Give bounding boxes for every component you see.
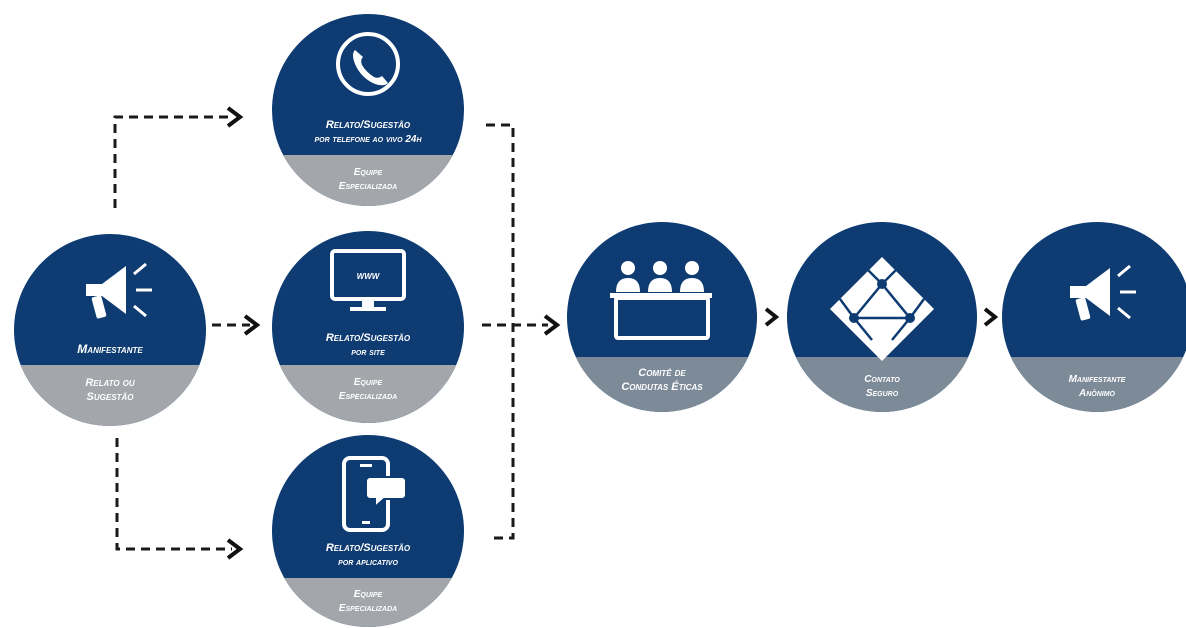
telefone-band-line1: Equipe <box>354 167 383 178</box>
network-diamond-icon <box>830 257 934 361</box>
telefone-band-line2: Especializada <box>339 181 397 192</box>
node-aplicativo: Relato/Sugestão por aplicativo Equipe Es… <box>272 435 464 627</box>
node-comite: Comitê de Condutas Éticas <box>567 222 757 412</box>
node-telefone: Relato/Sugestão por telefone ao vivo 24h… <box>272 14 464 206</box>
anonimo-band-line2: Anônimo <box>1078 388 1116 399</box>
monitor-screen-text: www <box>357 270 381 282</box>
arrowhead-comite <box>543 314 561 336</box>
manifestante-band-line1: Relato ou <box>85 377 135 389</box>
arrow-contato-anonimo <box>983 307 999 327</box>
arrowhead-site <box>243 314 261 336</box>
phone-icon <box>336 32 400 96</box>
connector-merge-telefone <box>486 123 515 540</box>
site-band-line1: Equipe <box>354 377 383 388</box>
connector-to-aplicativo <box>115 438 232 551</box>
arrow-comite-contato <box>764 307 780 327</box>
node-site: www Relato/Sugestão por site Equipe Espe… <box>272 231 464 423</box>
node-manifestante: Manifestante Relato ou Sugestão <box>14 234 206 426</box>
contato-band-line2: Seguro <box>866 388 899 399</box>
manifestante-title: Manifestante <box>77 342 143 356</box>
comite-band-line2: Condutas Éticas <box>621 380 703 393</box>
telefone-title-line1: Relato/Sugestão <box>326 119 411 131</box>
arrowhead-telefone <box>226 106 244 128</box>
anonimo-band-line1: Manifestante <box>1069 374 1126 385</box>
aplicativo-title-line2: por aplicativo <box>338 557 398 568</box>
megaphone-icon <box>1070 264 1136 321</box>
site-band-line2: Especializada <box>339 391 397 402</box>
connectors <box>113 106 999 560</box>
smartphone-chat-icon <box>342 456 407 532</box>
node-anonimo: Manifestante Anônimo <box>1002 222 1186 412</box>
comite-band-line1: Comitê de <box>638 367 686 379</box>
node-contato: Contato Seguro <box>787 222 977 412</box>
committee-table-icon <box>610 261 712 340</box>
connector-to-telefone <box>113 115 232 208</box>
aplicativo-band-line1: Equipe <box>354 589 383 600</box>
contato-band-line1: Contato <box>864 374 900 385</box>
aplicativo-band-line2: Especializada <box>339 603 397 614</box>
telefone-title-line2: por telefone ao vivo 24h <box>314 134 422 145</box>
aplicativo-title-line1: Relato/Sugestão <box>326 542 411 554</box>
site-title-line1: Relato/Sugestão <box>326 332 411 344</box>
site-title-line2: por site <box>351 347 385 358</box>
monitor-www-icon: www <box>330 249 406 311</box>
manifestante-band-line2: Sugestão <box>87 391 135 403</box>
arrowhead-aplicativo <box>226 538 244 560</box>
megaphone-icon <box>86 262 152 319</box>
